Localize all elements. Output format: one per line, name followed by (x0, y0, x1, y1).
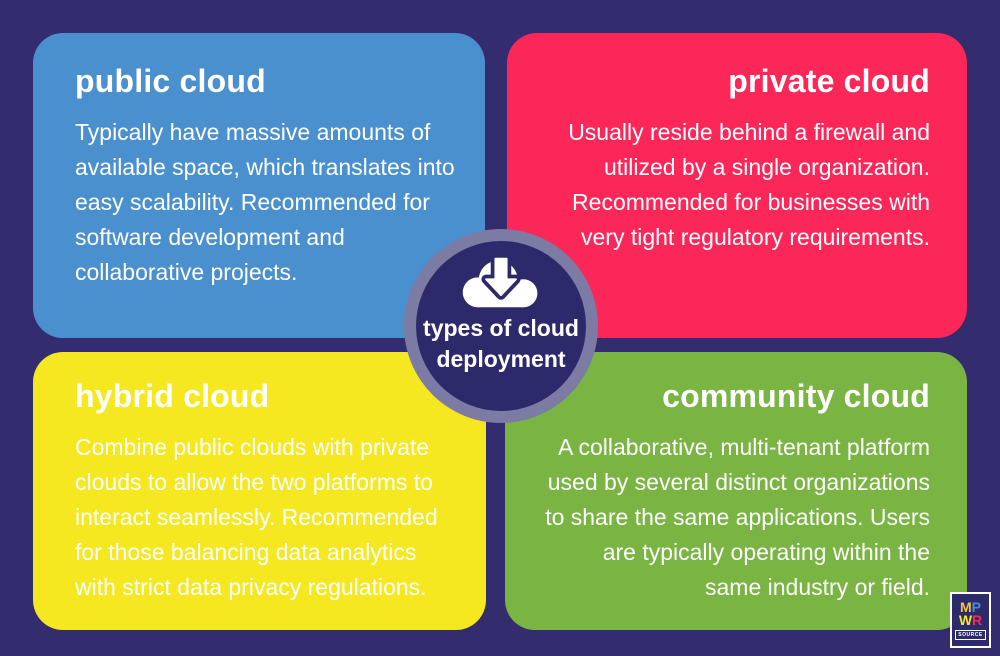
cloud-download-icon (462, 255, 538, 308)
card-community-cloud: community cloud A collaborative, multi-t… (505, 352, 967, 630)
logo-letters-bottom: WR (958, 611, 983, 628)
logo-letters-top: MP (959, 598, 981, 615)
private-cloud-description: Usually reside behind a firewall and uti… (568, 119, 930, 250)
mpwr-source-logo: MP WR SOURCE (950, 592, 991, 648)
logo-letter-p: P (971, 598, 981, 615)
card-hybrid-cloud: hybrid cloud Combine public clouds with … (33, 352, 486, 630)
public-cloud-description: Typically have massive amounts of availa… (75, 119, 455, 285)
private-cloud-title: private cloud (728, 63, 930, 99)
card-public-cloud: public cloud Typically have massive amou… (33, 33, 485, 338)
card-private-cloud: private cloud Usually reside behind a fi… (507, 33, 967, 338)
logo-letter-r: R (972, 611, 983, 628)
center-circle-label: types of cloud deployment (423, 315, 579, 372)
hybrid-cloud-description: Combine public clouds with private cloud… (75, 434, 438, 600)
public-cloud-title: public cloud (75, 63, 266, 99)
logo-source-label: SOURCE (955, 629, 986, 640)
logo-letter-m: M (959, 598, 972, 615)
hybrid-cloud-title: hybrid cloud (75, 378, 270, 414)
community-cloud-description: A collaborative, multi-tenant platform u… (545, 434, 930, 600)
community-cloud-title: community cloud (662, 378, 930, 414)
center-circle-badge: types of cloud deployment (404, 229, 598, 423)
logo-letter-w: W (958, 611, 973, 628)
